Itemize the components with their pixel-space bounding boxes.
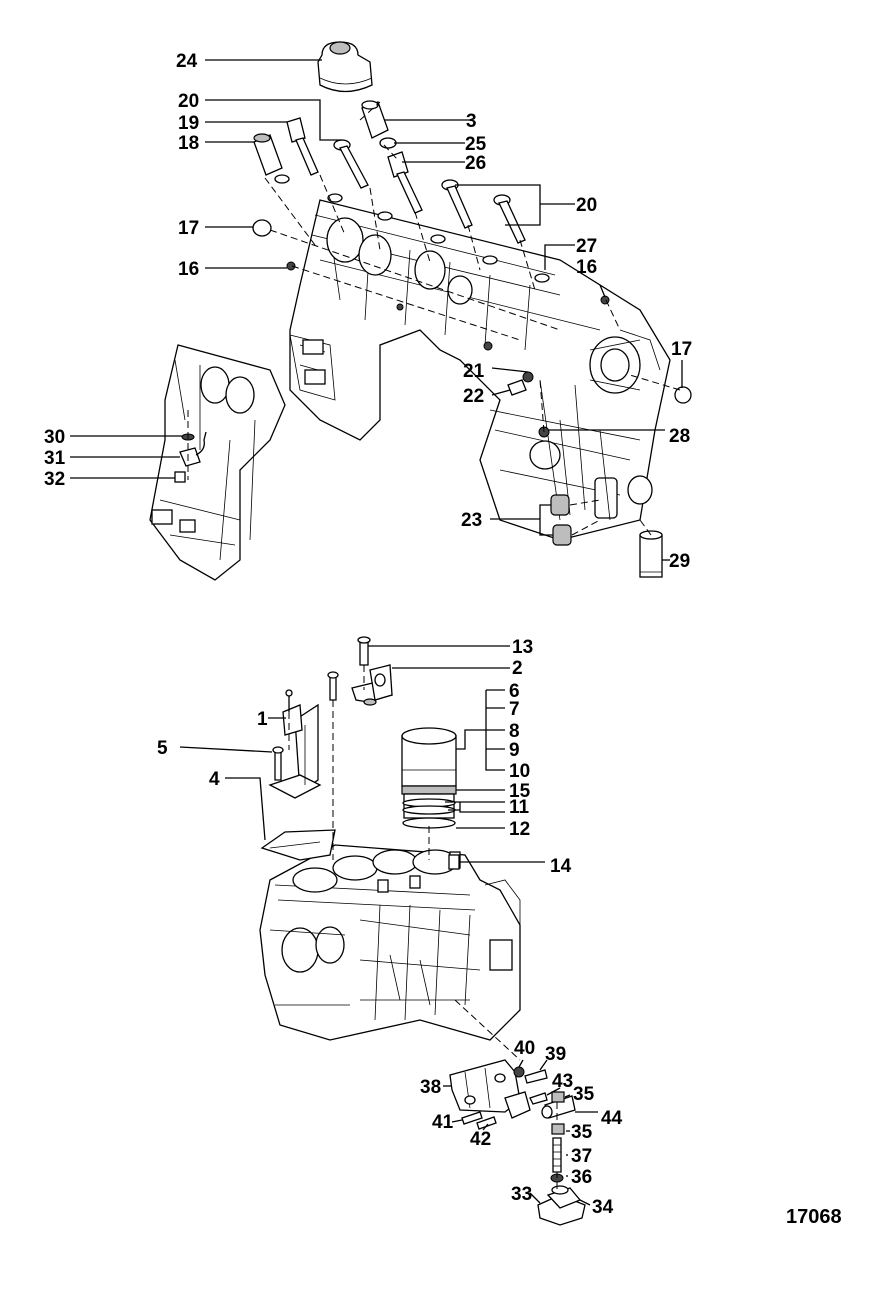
bolt-19 (286, 117, 319, 176)
figure-id-label: 17068 (786, 1206, 842, 1228)
filter-adapter-3 (361, 100, 389, 139)
callout-17: 17 (671, 339, 692, 360)
left-block-detail (149, 344, 286, 581)
callout-10: 10 (509, 761, 530, 782)
lower-upper-parts (260, 636, 460, 870)
callout-15: 15 (509, 781, 531, 802)
callout-6: 6 (509, 681, 520, 702)
plug-mid (483, 341, 493, 351)
callout-25: 25 (465, 134, 487, 155)
callout-33: 33 (511, 1184, 532, 1205)
upper-alignment-lines (264, 101, 681, 536)
callout-31: 31 (44, 448, 66, 469)
callout-35: 35 (573, 1084, 595, 1105)
callout-27: 27 (576, 236, 597, 257)
callout-29: 29 (669, 551, 690, 572)
sensor-21-22 (507, 371, 534, 396)
callout-21: 21 (463, 361, 485, 382)
callout-34: 34 (592, 1197, 614, 1218)
callout-16: 16 (576, 257, 597, 278)
plug-26 (387, 151, 423, 214)
callout-37: 37 (571, 1146, 592, 1167)
engine-mount-assembly (449, 1059, 586, 1226)
lower-cylinder-block (259, 844, 521, 1041)
callout-23: 23 (461, 510, 482, 531)
callout-32: 32 (44, 469, 65, 490)
callout-17: 17 (178, 218, 199, 239)
callout-labels: 24 20 3 19 25 18 26 20 17 27 16 16 17 21… (44, 51, 692, 1218)
bolt-20-a (333, 139, 369, 189)
callout-41: 41 (432, 1112, 454, 1133)
callout-8: 8 (509, 721, 520, 742)
callout-11: 11 (509, 797, 530, 818)
callout-16: 16 (178, 259, 199, 280)
screw-32 (174, 471, 186, 483)
washers-row (274, 174, 550, 283)
callout-38: 38 (420, 1077, 441, 1098)
callout-2: 2 (512, 658, 523, 679)
callout-1: 1 (257, 709, 268, 730)
callout-22: 22 (463, 386, 484, 407)
bolts-20-b (441, 179, 526, 244)
callout-5: 5 (157, 738, 168, 759)
washer-25 (379, 137, 397, 149)
callout-30: 30 (44, 427, 65, 448)
callout-39: 39 (545, 1044, 566, 1065)
callout-26: 26 (465, 153, 486, 174)
lower-alignment-lines (288, 665, 521, 1061)
callout-36: 36 (571, 1167, 592, 1188)
upper-block-side-view (289, 199, 671, 541)
callout-leader-lines (70, 59, 683, 1206)
callout-19: 19 (178, 113, 199, 134)
plug-17-left (252, 219, 272, 237)
callout-4: 4 (209, 769, 220, 790)
oil-filter-24 (317, 41, 373, 93)
callout-42: 42 (470, 1129, 491, 1150)
plug-17-right (674, 386, 692, 404)
plug-18 (253, 133, 283, 176)
callout-3: 3 (466, 111, 477, 132)
plug-16-mid (396, 303, 404, 311)
callout-43: 43 (552, 1071, 573, 1092)
callout-18: 18 (178, 133, 199, 154)
callout-40: 40 (514, 1038, 535, 1059)
callout-14: 14 (550, 856, 572, 877)
plug-16-left (286, 261, 296, 271)
callout-20: 20 (576, 195, 597, 216)
callout-13: 13 (512, 637, 533, 658)
callout-24: 24 (176, 51, 198, 72)
callout-12: 12 (509, 819, 530, 840)
callout-28: 28 (669, 426, 690, 447)
sensor-31 (179, 431, 207, 467)
filter-29 (639, 530, 663, 578)
callout-44: 44 (601, 1108, 623, 1129)
callout-20: 20 (178, 91, 199, 112)
callout-7: 7 (509, 699, 520, 720)
callout-9: 9 (509, 740, 520, 761)
callout-35: 35 (571, 1122, 593, 1143)
